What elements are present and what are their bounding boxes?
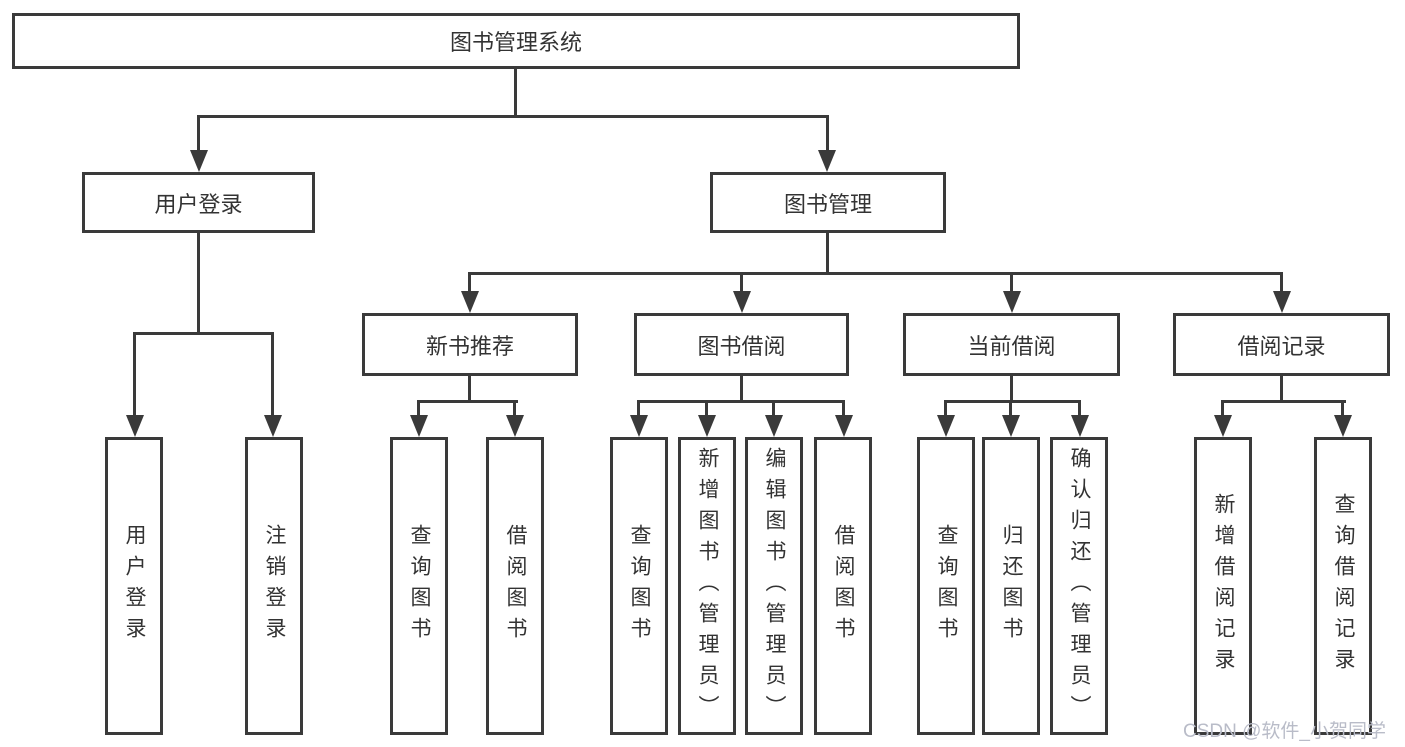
leaf-query-books: 查询图书	[917, 437, 975, 735]
arrowhead-down-icon	[1214, 415, 1232, 437]
leaf-return-books: 归还图书	[982, 437, 1040, 735]
arrowhead-down-icon	[264, 415, 282, 437]
connector-line	[1010, 272, 1013, 293]
connector-line	[197, 115, 829, 118]
arrowhead-down-icon	[461, 291, 479, 313]
arrowhead-down-icon	[733, 291, 751, 313]
arrowhead-down-icon	[765, 415, 783, 437]
arrowhead-down-icon	[410, 415, 428, 437]
connector-line	[468, 272, 471, 293]
leaf-label: 注销登录	[263, 524, 286, 648]
connector-line	[740, 376, 743, 403]
connector-line	[826, 115, 829, 152]
node-new-book-recommendation: 新书推荐	[362, 313, 578, 376]
leaf-add-borrow-record: 新增借阅记录	[1194, 437, 1252, 735]
connector-line	[772, 400, 775, 417]
arrowhead-down-icon	[937, 415, 955, 437]
connector-line	[271, 332, 274, 417]
connector-line	[637, 400, 845, 403]
node-root-library-system: 图书管理系统	[12, 13, 1020, 69]
connector-line	[1221, 400, 1346, 403]
connector-line	[1010, 376, 1013, 403]
connector-line	[514, 69, 517, 118]
leaf-label: 用户登录	[123, 524, 146, 648]
arrowhead-down-icon	[1071, 415, 1089, 437]
leaf-logout: 注销登录	[245, 437, 303, 735]
connector-line	[1221, 400, 1224, 417]
arrowhead-down-icon	[698, 415, 716, 437]
connector-line	[944, 400, 1081, 403]
arrowhead-down-icon	[1003, 291, 1021, 313]
leaf-borrow-books: 借阅图书	[814, 437, 872, 735]
arrowhead-down-icon	[1273, 291, 1291, 313]
arrowhead-down-icon	[1334, 415, 1352, 437]
connector-line	[637, 400, 640, 417]
leaf-confirm-return-admin: 确认归还（管理员）	[1050, 437, 1108, 735]
arrowhead-down-icon	[190, 150, 208, 172]
connector-line	[513, 400, 516, 417]
leaf-query-books: 查询图书	[390, 437, 448, 735]
leaf-label: 编辑图书（管理员）	[763, 446, 786, 726]
arrowhead-down-icon	[835, 415, 853, 437]
arrowhead-down-icon	[126, 415, 144, 437]
arrowhead-down-icon	[1002, 415, 1020, 437]
leaf-label: 查询图书	[408, 524, 431, 648]
arrowhead-down-icon	[630, 415, 648, 437]
arrowhead-down-icon	[506, 415, 524, 437]
leaf-edit-books-admin: 编辑图书（管理员）	[745, 437, 803, 735]
node-borrowing-records: 借阅记录	[1173, 313, 1390, 376]
leaf-label: 查询借阅记录	[1332, 493, 1355, 679]
leaf-add-books-admin: 新增图书（管理员）	[678, 437, 736, 735]
connector-line	[197, 115, 200, 152]
leaf-query-borrow-record: 查询借阅记录	[1314, 437, 1372, 735]
leaf-label: 查询图书	[935, 524, 958, 648]
csdn-watermark: CSDN @软件_小贺同学	[1183, 721, 1386, 742]
connector-line	[468, 272, 1283, 275]
leaf-label: 新增图书（管理员）	[696, 446, 719, 726]
connector-line	[197, 233, 200, 335]
leaf-label: 查询图书	[628, 524, 651, 648]
connector-line	[417, 400, 420, 417]
connector-line	[826, 233, 829, 275]
connector-line	[1078, 400, 1081, 417]
connector-line	[705, 400, 708, 417]
connector-line	[740, 272, 743, 293]
leaf-label: 归还图书	[1000, 524, 1023, 648]
leaf-query-books: 查询图书	[610, 437, 668, 735]
connector-line	[1280, 376, 1283, 403]
connector-line	[468, 376, 471, 403]
leaf-borrow-books: 借阅图书	[486, 437, 544, 735]
node-current-borrowing: 当前借阅	[903, 313, 1120, 376]
connector-line	[133, 332, 136, 417]
arrowhead-down-icon	[818, 150, 836, 172]
leaf-user-login: 用户登录	[105, 437, 163, 735]
leaf-label: 确认归还（管理员）	[1068, 446, 1091, 726]
connector-line	[1280, 272, 1283, 293]
connector-line	[944, 400, 947, 417]
leaf-label: 新增借阅记录	[1212, 493, 1235, 679]
connector-line	[133, 332, 274, 335]
node-user-login: 用户登录	[82, 172, 315, 233]
connector-line	[1009, 400, 1012, 417]
leaf-label: 借阅图书	[504, 524, 527, 648]
leaf-label: 借阅图书	[832, 524, 855, 648]
node-book-borrowing: 图书借阅	[634, 313, 849, 376]
node-book-management: 图书管理	[710, 172, 946, 233]
connector-line	[842, 400, 845, 417]
connector-line	[417, 400, 518, 403]
connector-line	[1341, 400, 1344, 417]
